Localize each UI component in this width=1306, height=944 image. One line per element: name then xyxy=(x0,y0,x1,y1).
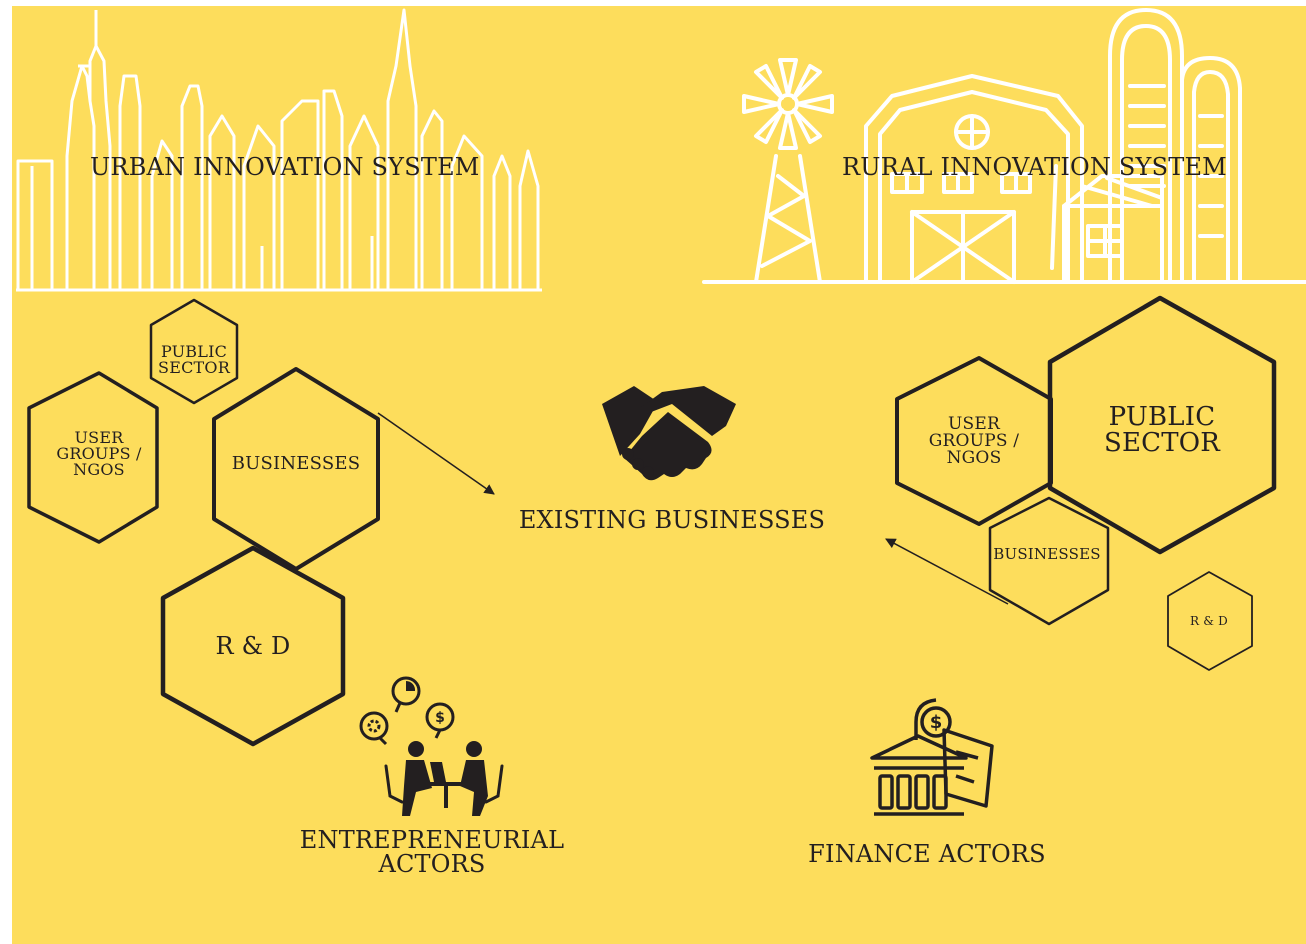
urban-user-groups-hex xyxy=(27,371,159,544)
svg-text:$: $ xyxy=(930,712,943,733)
rural-user-groups-label: USER GROUPS / NGOS xyxy=(928,414,1020,468)
city-skyline-illustration xyxy=(16,8,542,292)
existing-businesses-label: EXISTING BUSINESSES xyxy=(518,506,826,534)
rural-system-title: RURAL INNOVATION SYSTEM xyxy=(842,153,1227,181)
silo-icon xyxy=(1108,8,1242,284)
rural-rnd-hex xyxy=(1167,571,1253,671)
meeting-icon: $ xyxy=(359,676,504,816)
urban-user-groups-label: USER GROUPS / NGOS xyxy=(56,428,142,479)
windmill-icon xyxy=(742,58,834,284)
arrow-rural-to-existing xyxy=(885,538,1009,605)
urban-public-sector-hex xyxy=(149,298,239,405)
arrow-urban-to-existing xyxy=(377,412,495,495)
urban-businesses-hex xyxy=(212,367,380,571)
rural-rnd-label: R & D xyxy=(1190,614,1228,628)
urban-rnd-hex xyxy=(160,545,346,747)
barn-icon xyxy=(864,74,1084,284)
shed-icon xyxy=(1062,174,1164,284)
diagram-artwork: $ $ xyxy=(16,8,1306,816)
urban-businesses-label: BUSINESSES xyxy=(231,453,361,474)
rural-public-sector-hex xyxy=(1047,295,1277,555)
diagram-canvas: $ $ URBAN INNOVAT xyxy=(12,6,1306,944)
farm-illustration xyxy=(702,8,1306,284)
rural-businesses-label: BUSINESSES xyxy=(993,545,1101,563)
svg-text:$: $ xyxy=(435,710,445,726)
urban-rnd-label: R & D xyxy=(215,632,291,660)
rural-public-sector-label: PUBLIC SECTOR xyxy=(1103,402,1221,458)
urban-public-sector-label: PUBLIC SECTOR xyxy=(158,342,230,377)
handshake-icon xyxy=(602,386,736,481)
rural-businesses-hex xyxy=(988,496,1110,626)
finance-actors-label: FINANCE ACTORS xyxy=(808,840,1046,868)
entrepreneurial-actors-label: ENTREPRENEURIAL ACTORS xyxy=(299,826,565,878)
urban-system-title: URBAN INNOVATION SYSTEM xyxy=(90,153,480,181)
bank-icon: $ xyxy=(870,698,994,816)
